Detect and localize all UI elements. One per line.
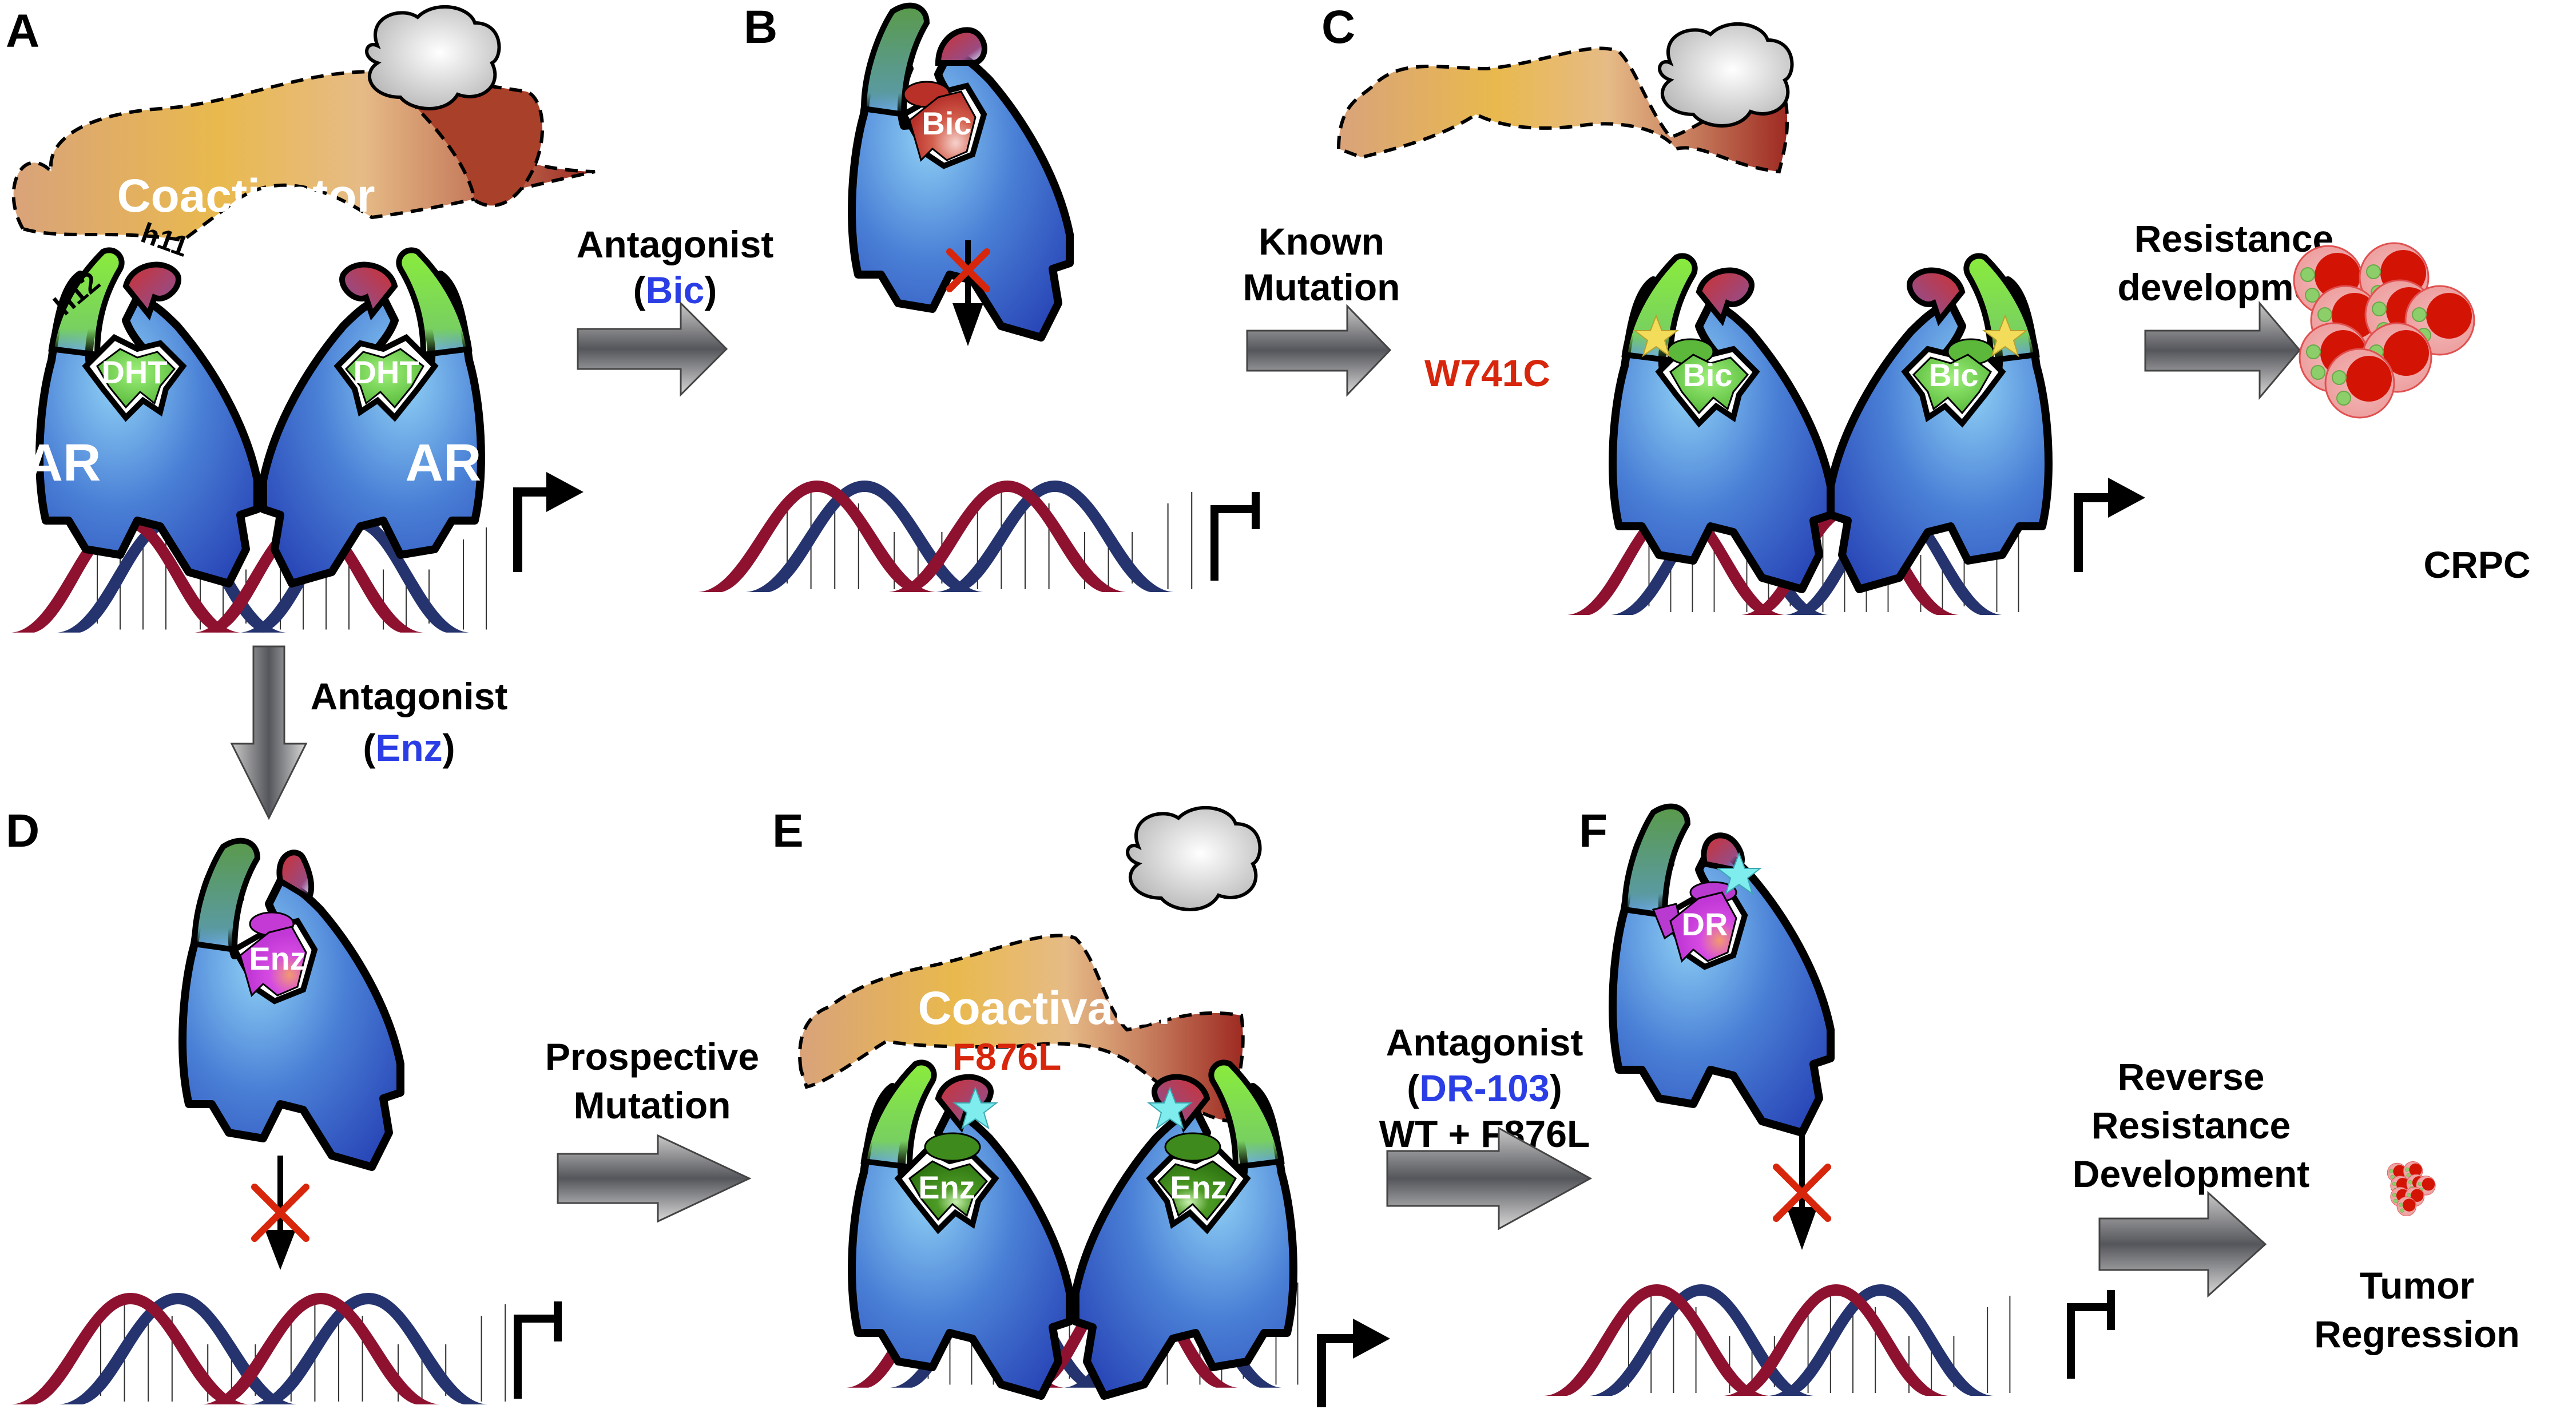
block-x-icon	[1773, 1164, 1831, 1222]
arrow-d-to-e: Prospective Mutation	[545, 1035, 759, 1223]
receptor-left	[852, 1059, 1070, 1396]
panel-c: C Coactivator Bic Bic W741C	[1321, 1, 2145, 616]
panel-b: B Bic	[697, 1, 1260, 593]
paren-open: (	[633, 269, 646, 311]
arrow-c-crpc-line1: Resistance	[2134, 217, 2334, 260]
transcription-on-icon	[1317, 1319, 1390, 1407]
panel-letter-e: E	[772, 805, 804, 857]
tumor-cluster-small	[2387, 1161, 2436, 1217]
ligand-label-right: Bic	[1928, 357, 1978, 393]
blocked-arrow	[251, 1156, 309, 1270]
panel-letter-a: A	[6, 5, 39, 57]
regression-label-line2: Regression	[2314, 1313, 2519, 1355]
receptor-label-right: AR	[406, 434, 482, 492]
ligand-label: DR	[1682, 906, 1728, 942]
ligand-label-left: Enz	[918, 1169, 975, 1205]
panel-a: A Coactivator DHT AR h12 h11 DHT AR	[6, 5, 596, 633]
receptor-f: DR	[1613, 803, 1831, 1133]
arrow-f-r-line2: Resistance	[2091, 1104, 2291, 1146]
coactivator-label: Coactivator	[918, 982, 1176, 1034]
tumor-cluster-large: CRPC	[2293, 242, 2531, 586]
arrow-a-d-drug-line: (Enz)	[363, 727, 455, 769]
coactivator-label: Coactivator	[1458, 184, 1716, 236]
ligand-label-right: DHT	[353, 354, 419, 390]
receptor-right	[1831, 253, 2049, 589]
blocked-arrow	[946, 240, 990, 346]
paren-close: )	[1550, 1067, 1562, 1109]
paren-close: )	[443, 727, 455, 769]
cloud-icon	[365, 5, 501, 110]
dna-helix	[10, 1292, 559, 1406]
arrow-a-b-drug-line: (Bic)	[633, 269, 717, 311]
arrow-f-r-line1: Reverse	[2118, 1055, 2265, 1098]
panel-letter-b: B	[744, 1, 777, 53]
receptor-b: Bic	[852, 2, 1070, 338]
ligand-dht	[96, 348, 176, 409]
panel-letter-d: D	[6, 805, 39, 857]
arrow-e-to-f: Antagonist (DR-103) WT + F876L	[1379, 1021, 1593, 1231]
coactivator-shape	[798, 934, 1245, 1124]
panel-e: E Coactivator F876L Enz Enz	[772, 805, 1390, 1407]
paren-open: (	[1407, 1067, 1419, 1109]
panel-letter-f: F	[1579, 805, 1607, 857]
crpc-label: CRPC	[2423, 543, 2530, 586]
helix-12	[48, 247, 125, 358]
dna-helix	[1544, 1284, 2061, 1396]
drug-bic: Bic	[646, 269, 705, 311]
transcription-off-icon	[2067, 1290, 2115, 1379]
cloud-icon	[1126, 805, 1262, 911]
transcription-off-icon	[1210, 492, 1260, 581]
mutation-label: W741C	[1424, 352, 1550, 394]
arrow-a-d-line1: Antagonist	[311, 675, 508, 717]
arrow-e-f-line3: WT + F876L	[1379, 1113, 1590, 1155]
arrow-d-e-line1: Prospective	[545, 1035, 759, 1078]
arrow-e-f-line1: Antagonist	[1386, 1021, 1583, 1063]
coactivator-label: Coactivator	[117, 170, 375, 222]
ligand-label: Bic	[922, 105, 971, 141]
regression-label-line1: Tumor	[2360, 1264, 2474, 1307]
ligand-label-left: Bic	[1682, 357, 1732, 393]
arrow-a-to-b: Antagonist (Bic)	[577, 223, 774, 397]
ligand-label-right: Enz	[1170, 1169, 1227, 1205]
transcription-on-icon	[513, 472, 584, 572]
arrow-d-e-line2: Mutation	[574, 1084, 731, 1126]
arrow-b-to-c: Known Mutation	[1243, 220, 1400, 397]
dna-helix	[697, 479, 1246, 593]
arrow-f-r-line3: Development	[2073, 1153, 2309, 1195]
receptor-label: AR	[25, 434, 101, 492]
blocked-arrow	[1773, 1136, 1831, 1250]
drug-dr103: DR-103	[1419, 1067, 1549, 1109]
paren-close: )	[704, 269, 717, 311]
block-x-icon	[251, 1184, 309, 1242]
ligand-label: DHT	[101, 354, 167, 390]
cloud-icon	[1658, 22, 1794, 128]
mutation-label: F876L	[952, 1035, 1062, 1078]
receptor-right	[1075, 1059, 1293, 1396]
transcription-off-icon	[514, 1301, 562, 1399]
arrow-b-c-line2: Mutation	[1243, 266, 1400, 308]
receptor-left: DHT AR h12 h11	[25, 217, 257, 584]
helix-11	[122, 261, 181, 321]
panel-letter-c: C	[1321, 1, 1355, 53]
transcription-on-icon	[2074, 478, 2145, 572]
arrow-a-b-line1: Antagonist	[577, 223, 774, 265]
panel-f: F DR	[1544, 803, 2115, 1396]
ligand-label: Enz	[249, 940, 306, 977]
panel-d: D Enz	[6, 805, 562, 1406]
receptor-left	[1613, 253, 1831, 589]
arrow-f-to-regression: Reverse Resistance Development	[2073, 1055, 2309, 1298]
block-x-icon	[946, 248, 990, 292]
arrow-b-c-line1: Known	[1259, 220, 1384, 263]
arrow-e-f-drug-line: (DR-103)	[1407, 1067, 1562, 1109]
receptor-d: Enz	[182, 837, 400, 1167]
paren-open: (	[363, 727, 375, 769]
drug-enz: Enz	[375, 727, 442, 769]
arrow-a-to-d: Antagonist (Enz)	[230, 645, 508, 820]
receptor-right	[263, 247, 481, 584]
